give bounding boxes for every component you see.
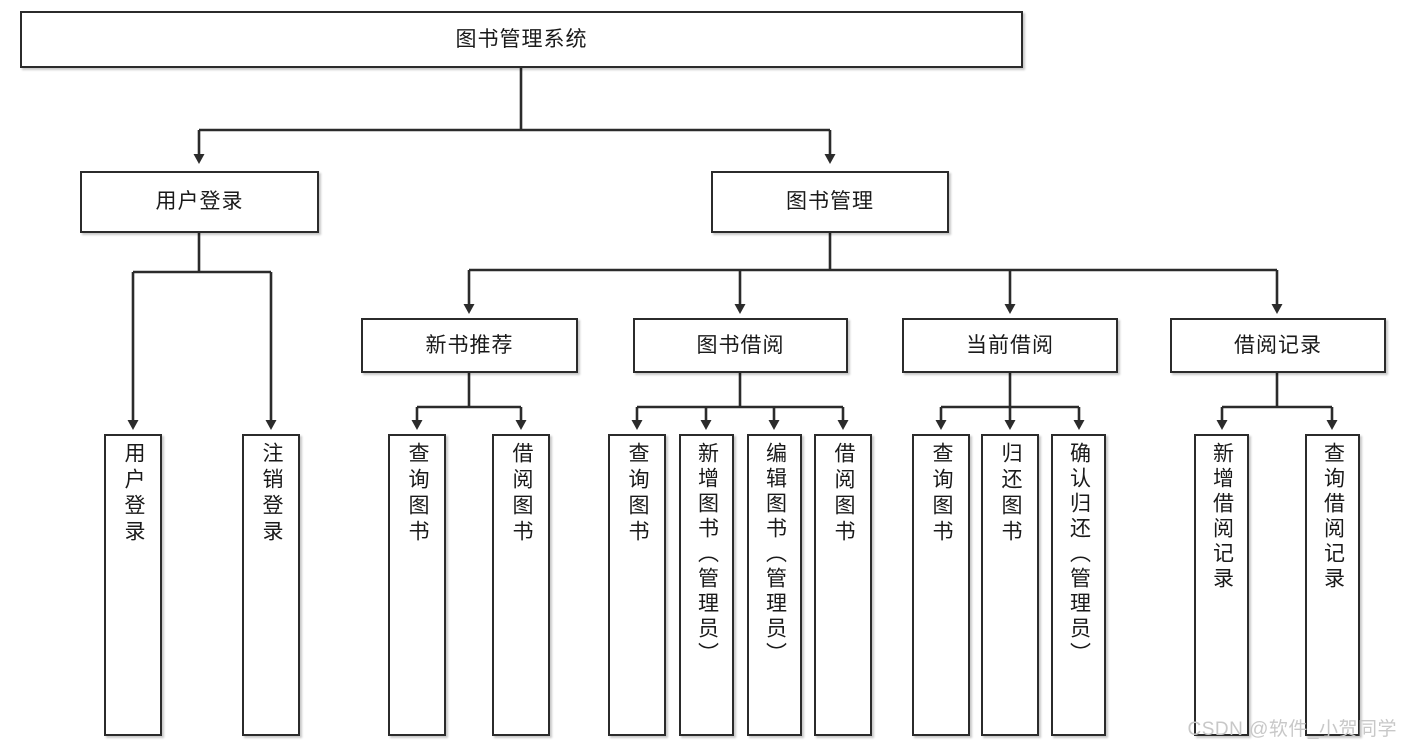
node-borrowing-record[interactable]: 借阅记录 [1170,318,1386,373]
node-label: 新增图书（管理员） [695,442,719,667]
node-label: 查询图书 [930,442,954,546]
connector-current-borrow-to-leaves [935,373,1085,430]
node-leaf-borrow-books-recommend[interactable]: 借阅图书 [492,434,550,736]
node-leaf-edit-book-admin[interactable]: 编辑图书（管理员） [747,434,802,736]
node-leaf-borrow-books[interactable]: 借阅图书 [814,434,872,736]
node-label: 新书推荐 [425,333,514,357]
node-leaf-add-book-admin[interactable]: 新增图书（管理员） [679,434,734,736]
node-current-borrowing[interactable]: 当前借阅 [902,318,1118,373]
connector-new-book-to-leaves [411,373,527,430]
connector-root-to-level2 [193,68,836,164]
node-label: 用户登录 [155,190,244,214]
node-label: 用户登录 [122,442,146,546]
node-label: 新增借阅记录 [1210,442,1234,592]
node-label: 当前借阅 [966,333,1054,357]
node-root-book-management-system[interactable]: 图书管理系统 [20,11,1023,68]
node-label: 查询图书 [406,442,430,546]
node-leaf-return-books[interactable]: 归还图书 [981,434,1039,736]
node-leaf-query-books-current[interactable]: 查询图书 [912,434,970,736]
node-label: 借阅记录 [1234,333,1322,357]
node-label: 归还图书 [999,442,1023,546]
node-leaf-add-borrow-record[interactable]: 新增借阅记录 [1194,434,1249,736]
connector-book-manage-to-level3 [463,233,1283,314]
node-label: 借阅图书 [832,442,856,546]
node-new-book-recommendation[interactable]: 新书推荐 [361,318,578,373]
node-label: 确认归还（管理员） [1067,442,1091,667]
node-label: 借阅图书 [510,442,534,546]
node-label: 编辑图书（管理员） [763,442,787,667]
node-leaf-query-books-borrow[interactable]: 查询图书 [608,434,666,736]
node-leaf-query-borrow-record[interactable]: 查询借阅记录 [1305,434,1360,736]
watermark-text: CSDN @软件_小贺同学 [1187,719,1397,740]
node-label: 图书管理 [786,190,874,214]
node-label: 图书管理系统 [455,27,588,51]
node-label: 查询借阅记录 [1321,442,1345,592]
connector-user-login-to-leaves [127,233,277,430]
node-leaf-confirm-return-admin[interactable]: 确认归还（管理员） [1051,434,1106,736]
connector-borrow-record-to-leaves [1216,373,1338,430]
node-label: 注销登录 [260,442,284,546]
node-label: 图书借阅 [696,333,785,357]
node-book-management[interactable]: 图书管理 [711,171,949,233]
node-leaf-user-login[interactable]: 用户登录 [104,434,162,736]
node-user-login[interactable]: 用户登录 [80,171,319,233]
node-leaf-query-books-recommend[interactable]: 查询图书 [388,434,446,736]
connector-book-borrow-to-leaves [631,373,849,430]
node-book-borrowing[interactable]: 图书借阅 [633,318,848,373]
node-label: 查询图书 [626,442,650,546]
node-leaf-logout[interactable]: 注销登录 [242,434,300,736]
